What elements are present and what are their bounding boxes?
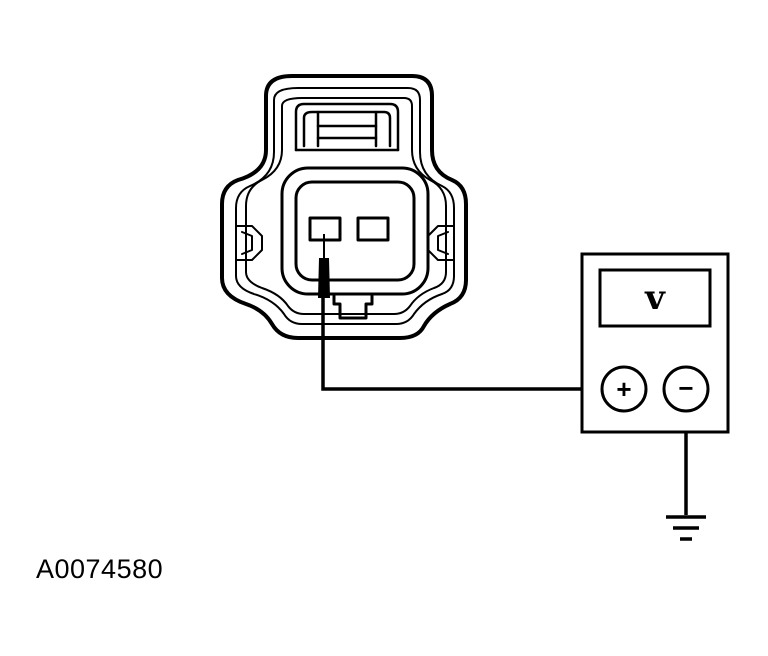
connector-pin-2 <box>356 216 390 242</box>
connector-seal-contour <box>245 97 447 315</box>
multimeter: v + − <box>580 252 730 434</box>
negative-terminal <box>662 365 710 413</box>
connector-right-rib <box>427 225 455 261</box>
connector-locking-latch <box>294 102 400 152</box>
ground-symbol-icon <box>666 515 706 541</box>
connector-right-rib-inner <box>437 231 449 255</box>
connector-inner-housing <box>235 87 455 325</box>
connector-left-rib <box>235 225 263 261</box>
multimeter-display-symbol: v <box>644 278 666 318</box>
positive-test-lead <box>321 298 602 391</box>
positive-terminal-label: + <box>616 374 631 404</box>
probe-tip-icon <box>318 258 330 298</box>
test-probe <box>318 234 330 298</box>
connector-keying-tab <box>332 294 374 320</box>
connector-cavity-outer <box>280 166 430 296</box>
multimeter-display <box>598 268 712 328</box>
positive-terminal <box>600 365 648 413</box>
electrical-connector <box>220 74 468 340</box>
connector-cavity-inner <box>294 180 416 282</box>
connector-outer-housing <box>220 74 468 340</box>
connector-left-rib-inner <box>241 231 253 255</box>
negative-terminal-label: − <box>678 373 693 403</box>
figure-reference-code: A0074580 <box>36 554 164 584</box>
